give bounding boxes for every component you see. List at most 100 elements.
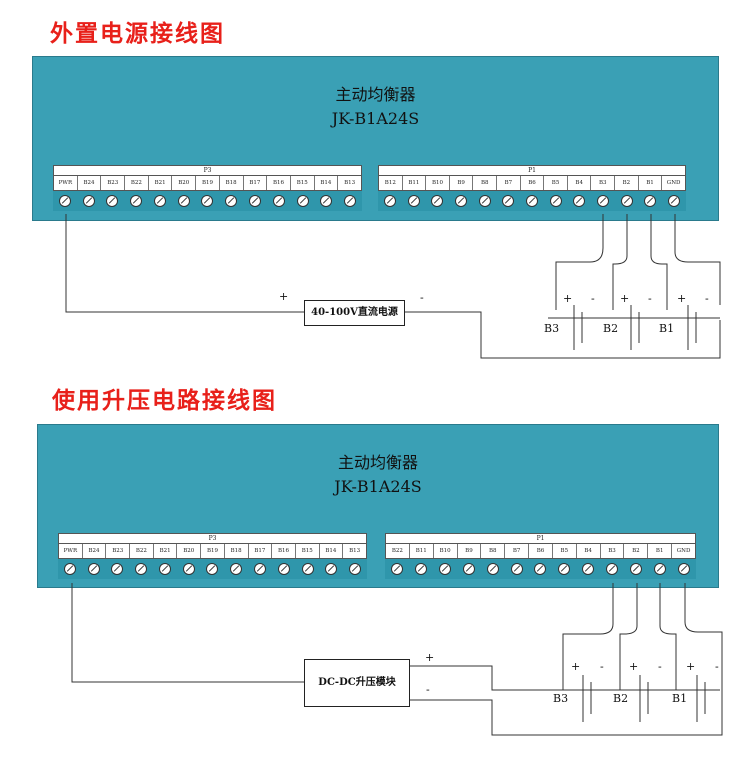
screw-terminal: [248, 559, 272, 579]
minus-sign: -: [658, 660, 662, 673]
wire-negative: [408, 690, 723, 736]
plus-sign: +: [677, 292, 687, 305]
screw-terminal: [529, 559, 553, 579]
battery-cells: [573, 305, 697, 350]
pin-label: B21: [147, 176, 172, 190]
pin-label: B19: [195, 176, 219, 190]
pin-label: B3: [599, 544, 624, 558]
pin-label: B23: [100, 176, 124, 190]
pin-label: B8: [472, 176, 496, 190]
screw-terminal: [591, 191, 615, 211]
pin-label: B2: [623, 544, 647, 558]
pin-label: B13: [337, 176, 361, 190]
pin-label: B20: [176, 544, 200, 558]
pin-label: B17: [247, 544, 272, 558]
wire-negative: [404, 311, 721, 359]
screw-terminal: [576, 559, 600, 579]
screw-terminal: [639, 191, 663, 211]
pin-labels: B22 B11 B10 B9 B8 B7 B6 B5 B4 B3 B2 B1 G…: [385, 544, 696, 559]
screw-terminal: [552, 559, 576, 579]
wire-b2: [612, 214, 628, 310]
wire-b3: [562, 583, 614, 690]
pin-label: B6: [519, 176, 544, 190]
plus-sign: +: [620, 292, 630, 305]
screw-terminal: [496, 191, 520, 211]
pin-label: B10: [432, 544, 457, 558]
plus-sign: +: [279, 290, 289, 303]
screw-terminal: [402, 191, 426, 211]
cell-label: B3: [544, 322, 560, 335]
screw-terminal: [481, 559, 505, 579]
plus-sign: +: [686, 660, 696, 673]
screw-terminal: [101, 191, 125, 211]
connector-p3: P3 PWR B24 B23 B22 B21 B20 B19 B18 B17 B…: [58, 533, 367, 579]
pin-label: B13: [342, 544, 366, 558]
pin-label: B2: [614, 176, 638, 190]
pin-labels: PWR B24 B23 B22 B21 B20 B19 B18 B17 B16 …: [53, 176, 362, 191]
screw-terminal: [201, 559, 225, 579]
wire-b1: [659, 583, 677, 690]
screw-terminal: [338, 191, 362, 211]
pin-label: B4: [575, 544, 600, 558]
screw-terminal: [224, 559, 248, 579]
diagram-1-title: 外置电源接线图: [50, 21, 225, 47]
wire-pwr: [65, 214, 304, 313]
pin-label: B17: [242, 176, 267, 190]
pin-labels: PWR B24 B23 B22 B21 B20 B19 B18 B17 B16 …: [58, 544, 367, 559]
pin-label: B5: [543, 176, 567, 190]
pin-label: B24: [76, 176, 101, 190]
screw-terminal: [457, 559, 481, 579]
screw-terminals: [378, 191, 686, 211]
balancer-panel: 主动均衡器 JK-B1A24S P3 PWR B24 B23 B22 B21 B…: [37, 424, 719, 588]
minus-sign: -: [420, 291, 424, 304]
pin-label: B15: [289, 176, 314, 190]
wire-positive: [408, 665, 720, 691]
minus-sign: -: [591, 292, 595, 305]
pin-label: B14: [313, 176, 338, 190]
pin-label: GND: [671, 544, 695, 558]
cell-label: B1: [659, 322, 675, 335]
screw-terminal: [672, 559, 696, 579]
screw-terminal: [473, 191, 497, 211]
pin-label: B11: [408, 544, 433, 558]
pin-label: B5: [551, 544, 576, 558]
minus-sign: -: [648, 292, 652, 305]
wire-b2: [619, 583, 638, 690]
minus-sign: -: [715, 660, 719, 673]
screw-terminals: [385, 559, 696, 579]
screw-terminal: [148, 191, 172, 211]
pin-label: B15: [294, 544, 319, 558]
screw-terminal: [520, 191, 544, 211]
screw-terminal: [662, 191, 686, 211]
screw-terminal: [129, 559, 153, 579]
plus-sign: +: [563, 292, 573, 305]
screw-terminal: [153, 559, 177, 579]
pin-label: B20: [171, 176, 195, 190]
screw-terminal: [296, 559, 320, 579]
screw-terminal: [267, 191, 291, 211]
screw-terminal: [449, 191, 473, 211]
screw-terminal: [243, 191, 267, 211]
screw-terminal: [58, 559, 82, 579]
screw-terminal: [272, 559, 296, 579]
pin-label: B3: [590, 176, 614, 190]
cell-label: B2: [603, 322, 619, 335]
diagram-2-title: 使用升压电路接线图: [52, 388, 277, 414]
connector-p1: P1 B22 B11 B10 B9 B8 B7 B6 B5 B4 B3 B2 B…: [385, 533, 696, 579]
minus-sign: -: [426, 683, 430, 696]
pin-label: B9: [448, 176, 473, 190]
connector-p1: P1 B12 B11 B10 B9 B8 B7 B6 B5 B4 B3 B2 B…: [378, 165, 686, 211]
screw-terminal: [82, 559, 106, 579]
pin-label: B7: [496, 176, 520, 190]
pin-label: PWR: [58, 180, 73, 186]
pin-labels: B12 B11 B10 B9 B8 B7 B6 B5 B4 B3 B2 B1 G…: [378, 176, 686, 191]
connector-header: P1: [378, 165, 686, 176]
cell-label: B3: [553, 692, 569, 705]
pin-label: B6: [528, 544, 552, 558]
battery-cells: [582, 675, 706, 722]
connector-header: P3: [53, 165, 362, 176]
pin-label: B16: [271, 544, 295, 558]
screw-terminal: [124, 191, 148, 211]
